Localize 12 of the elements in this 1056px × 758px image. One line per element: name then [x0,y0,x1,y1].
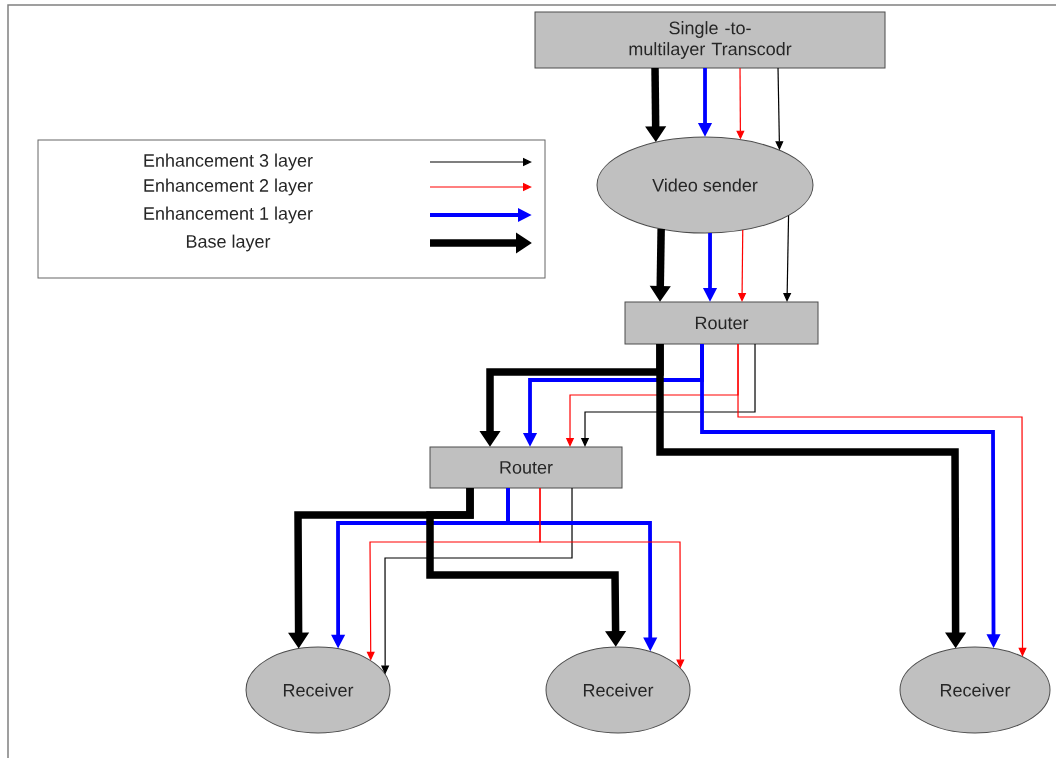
legend-label: Base layer [186,234,271,252]
ellipse-node: Video sender [596,136,814,234]
legend-label: Enhancement 1 layer [144,206,313,224]
legend-label: Enhancement 3 layer [144,153,313,171]
process-box: Router [429,446,623,489]
ellipse-node: Receiver [899,646,1051,734]
process-box: Router [624,301,819,345]
arrow [783,214,792,302]
ellipse-node: Receiver [545,646,691,734]
process-box: Single -to-multilayer Transcodr [534,11,886,69]
ellipse-node: Receiver [245,646,391,734]
legend-label: Enhancement 2 layer [144,178,313,196]
